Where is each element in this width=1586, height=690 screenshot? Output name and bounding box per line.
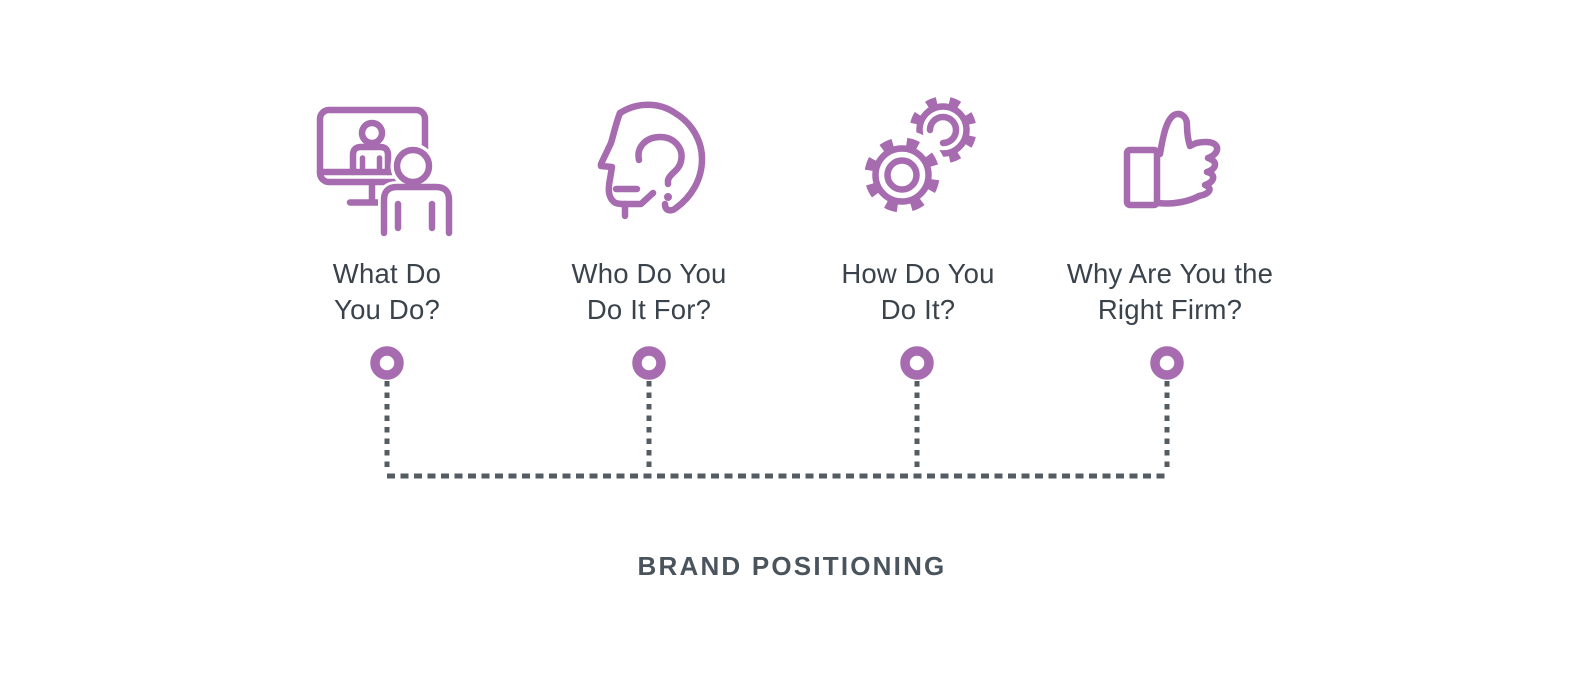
front-person-body xyxy=(380,183,453,237)
step-label-what: What Do You Do? xyxy=(237,256,537,328)
step-label-line: Do It? xyxy=(880,294,956,325)
step-label-how: How Do You Do It? xyxy=(768,256,1068,328)
head-question-icon xyxy=(597,101,706,220)
step-label-line: How Do You xyxy=(841,258,995,289)
step-label-line: What Do xyxy=(332,258,442,289)
question-mark-dot xyxy=(664,193,672,201)
onscreen-person-arms xyxy=(359,155,383,171)
question-mark-curve xyxy=(635,133,685,188)
thumb-hand-outline xyxy=(1154,110,1221,207)
step-label-line: You Do? xyxy=(334,294,440,325)
head-cranium-outline xyxy=(616,101,706,214)
gears-icon xyxy=(858,96,977,220)
step-label-line: Who Do You xyxy=(571,258,727,289)
onscreen-person-body xyxy=(349,143,392,176)
step-label-line: Right Firm? xyxy=(1097,294,1243,325)
diagram-title: BRAND POSITIONING xyxy=(637,551,947,581)
node-circle-4 xyxy=(1150,346,1184,380)
node-circle-1 xyxy=(370,346,404,380)
step-label-line: Do It For? xyxy=(586,294,712,325)
presenter-monitor-icon xyxy=(316,106,454,238)
step-label-why: Why Are You the Right Firm? xyxy=(1020,256,1320,328)
node-circle-2 xyxy=(632,346,666,380)
front-person-head xyxy=(393,146,433,186)
step-label-line: Why Are You the xyxy=(1066,258,1274,289)
big-gear-hub xyxy=(884,157,920,193)
head-face-profile xyxy=(597,109,657,208)
onscreen-person-head xyxy=(358,119,386,147)
front-person-arms xyxy=(394,200,436,232)
small-gear-hub-arc xyxy=(926,113,960,147)
thumb-cuff xyxy=(1123,146,1161,209)
thumbs-up-icon xyxy=(1123,110,1221,209)
node-circle-3 xyxy=(900,346,934,380)
step-label-who: Who Do You Do It For? xyxy=(499,256,799,328)
